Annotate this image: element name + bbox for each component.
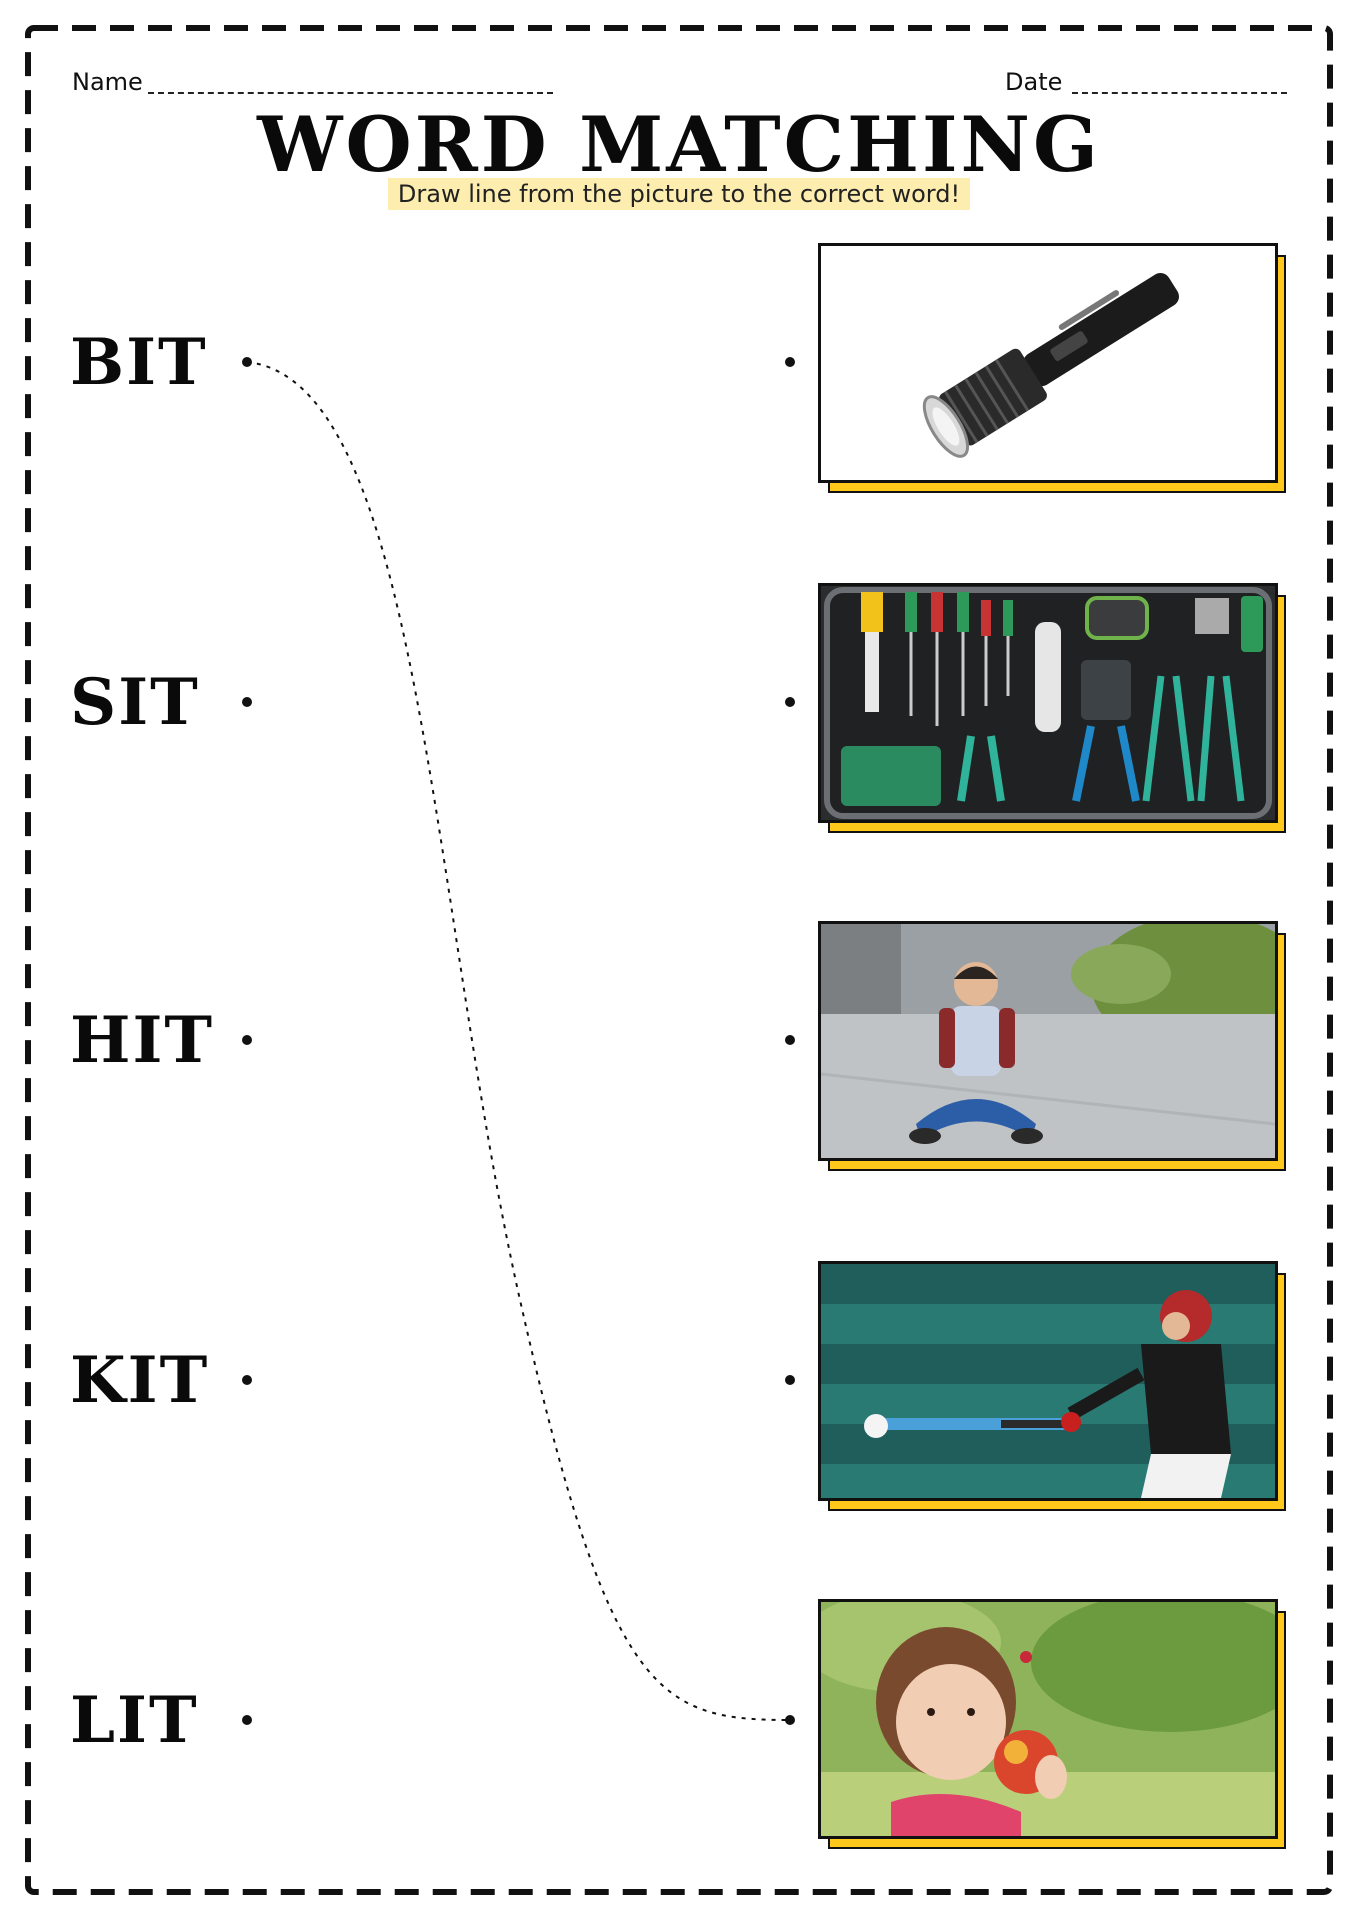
word-hit: HIT [70,1003,215,1078]
word-dot-sit[interactable] [242,697,252,707]
picture-dot-3[interactable] [785,1035,795,1045]
picture-frame [818,583,1278,823]
word-dot-kit[interactable] [242,1375,252,1385]
instructions-text: Draw line from the picture to the correc… [387,178,971,210]
picture-dot-2[interactable] [785,697,795,707]
picture-dot-4[interactable] [785,1375,795,1385]
baseball-hit-picture[interactable] [818,1261,1286,1511]
picture-frame [818,243,1278,483]
word-lit: LIT [70,1683,199,1758]
picture-dot-5[interactable] [785,1715,795,1725]
picture-frame [818,1261,1278,1501]
date-label: Date [1005,68,1063,96]
page-title: WORD MATCHING [257,100,1101,189]
word-bit: BIT [70,325,208,400]
sitting-boy-icon [821,924,1275,1158]
subtitle-row: Draw line from the picture to the correc… [0,178,1358,210]
baseball-batter-icon [821,1264,1275,1498]
sitting-boy-picture[interactable] [818,921,1286,1171]
name-field[interactable] [148,92,553,94]
child-apple-icon [821,1602,1275,1836]
flashlight-icon [821,246,1275,480]
date-field[interactable] [1072,92,1287,94]
word-dot-bit[interactable] [242,357,252,367]
picture-frame [818,1599,1278,1839]
child-bite-apple-picture[interactable] [818,1599,1286,1849]
flashlight-picture[interactable] [818,243,1286,493]
tool-kit-picture[interactable] [818,583,1286,833]
tool-kit-icon [821,586,1275,820]
word-dot-lit[interactable] [242,1715,252,1725]
word-sit: SIT [70,665,200,740]
word-kit: KIT [70,1343,210,1418]
name-label: Name [72,68,143,96]
word-dot-hit[interactable] [242,1035,252,1045]
picture-frame [818,921,1278,1161]
picture-dot-1[interactable] [785,357,795,367]
